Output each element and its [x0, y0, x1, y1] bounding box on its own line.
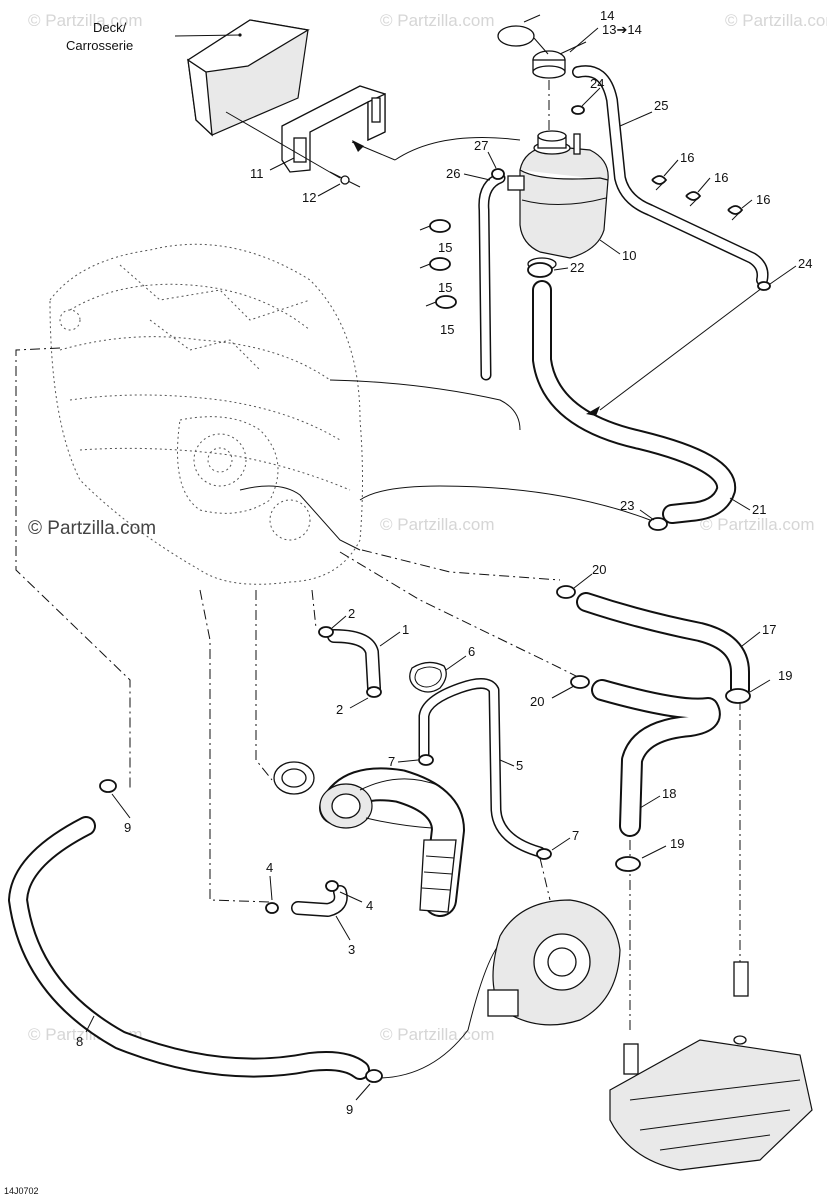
hoses — [8, 65, 769, 1080]
clamp-24a — [571, 105, 585, 115]
watermark: © Partzilla.com — [28, 11, 143, 30]
callout-9: 9 — [124, 820, 131, 835]
clamp-7b — [536, 848, 552, 860]
clamp-2a — [318, 626, 334, 638]
deck-label-line1: Deck/ — [93, 20, 127, 35]
coolant-tank — [507, 130, 609, 271]
callout-8: 8 — [76, 1034, 83, 1049]
tank-cap — [497, 14, 587, 132]
clamp-2b — [366, 686, 382, 698]
ride-plate — [609, 961, 813, 1171]
callout-15: 15 — [438, 240, 452, 255]
callout-19: 19 — [778, 668, 792, 683]
engine-block — [49, 243, 363, 585]
callout-13: 13➔14 — [602, 22, 642, 37]
clamp-22 — [527, 262, 553, 278]
callout-18: 18 — [662, 786, 676, 801]
callout-1: 1 — [402, 622, 409, 637]
callout-6: 6 — [468, 644, 475, 659]
clamp-20a — [556, 585, 576, 599]
callout-5: 5 — [516, 758, 523, 773]
callout-2: 2 — [336, 702, 343, 717]
callout-24: 24 — [798, 256, 812, 271]
callout-12: 12 — [302, 190, 316, 205]
routing-lines — [15, 287, 763, 1079]
clamp-4b — [325, 880, 339, 892]
callout-14: 14 — [600, 8, 614, 23]
callout-2: 2 — [348, 606, 355, 621]
clamp-19b — [615, 856, 641, 872]
clamp-4a — [265, 902, 279, 914]
callout-16: 16 — [680, 150, 694, 165]
clamp-24b — [757, 281, 771, 291]
watermark: © Partzilla.com — [380, 11, 495, 30]
callouts: 14 13➔14 24 25 27 26 16 16 16 11 12 15 1… — [76, 8, 812, 1117]
watermark: © Partzilla.com — [725, 11, 827, 30]
callout-7: 7 — [572, 828, 579, 843]
callout-15: 15 — [438, 280, 452, 295]
watermark-main: © Partzilla.com — [28, 518, 156, 539]
callout-23: 23 — [620, 498, 634, 513]
callout-15: 15 — [440, 322, 454, 337]
drawing-code: 14J0702 — [4, 1186, 39, 1196]
deck-panel: Deck/ Carrosserie — [66, 19, 310, 137]
gasket — [409, 661, 447, 693]
callout-16: 16 — [714, 170, 728, 185]
watermarks: © Partzilla.com © Partzilla.com © Partzi… — [28, 11, 827, 1044]
callout-26: 26 — [446, 166, 460, 181]
clamp-20b — [570, 675, 590, 689]
callout-20: 20 — [530, 694, 544, 709]
callout-20: 20 — [592, 562, 606, 577]
deck-label-line2: Carrosserie — [66, 38, 133, 53]
callout-16: 16 — [756, 192, 770, 207]
callout-24: 24 — [590, 76, 604, 91]
callout-17: 17 — [762, 622, 776, 637]
callout-25: 25 — [654, 98, 668, 113]
callout-19: 19 — [670, 836, 684, 851]
watermark: © Partzilla.com — [380, 1025, 495, 1044]
callout-4: 4 — [266, 860, 273, 875]
callout-4: 4 — [366, 898, 373, 913]
callout-10: 10 — [622, 248, 636, 263]
callout-9: 9 — [346, 1102, 353, 1117]
leader-lines — [85, 27, 797, 1101]
pump-housing — [487, 899, 621, 1026]
watermark: © Partzilla.com — [380, 515, 495, 534]
callout-22: 22 — [570, 260, 584, 275]
clamp-9a — [99, 779, 117, 793]
clamp-27 — [491, 168, 505, 180]
callout-21: 21 — [752, 502, 766, 517]
clamp-7a — [418, 754, 434, 766]
clamp-9b — [365, 1069, 383, 1083]
callout-7: 7 — [388, 754, 395, 769]
callout-27: 27 — [474, 138, 488, 153]
callout-3: 3 — [348, 942, 355, 957]
mounting-bracket — [225, 85, 521, 197]
callout-11: 11 — [250, 166, 264, 181]
clamp-23 — [648, 517, 668, 531]
clamp-19a — [725, 688, 751, 704]
exhaust-assembly — [273, 761, 457, 913]
watermark: © Partzilla.com — [700, 515, 815, 534]
clamps — [99, 105, 771, 1083]
